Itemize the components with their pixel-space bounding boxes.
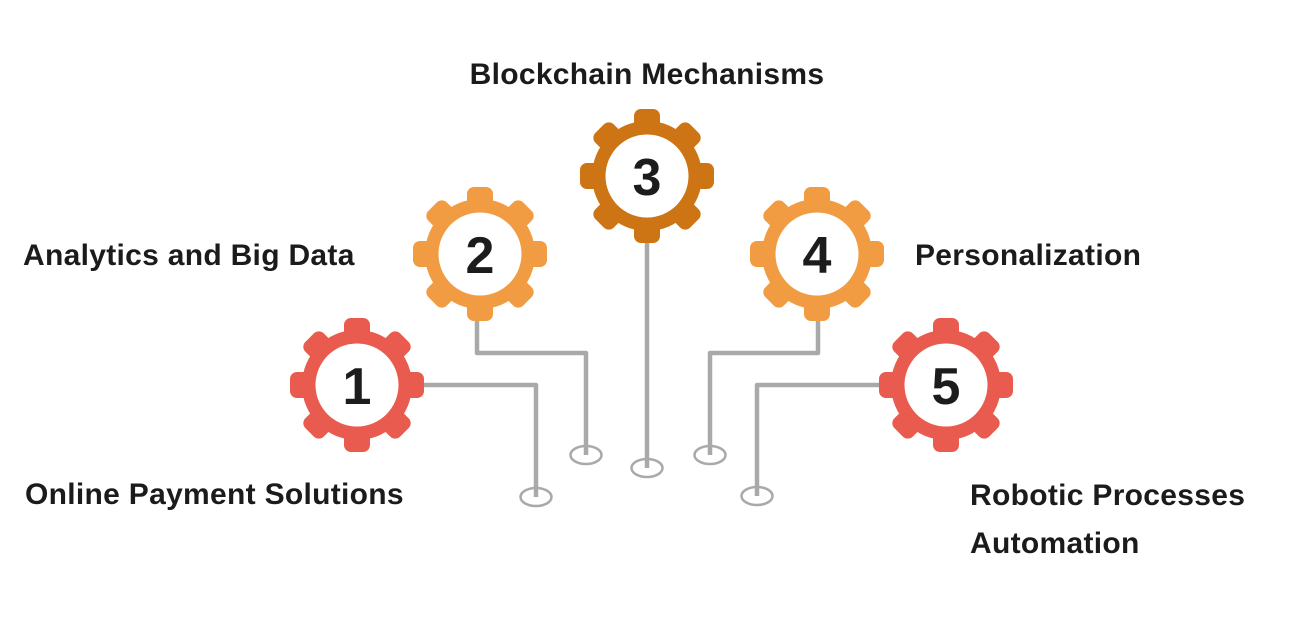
connector-5 — [754, 382, 880, 496]
gear-icon-1: 1 — [290, 318, 424, 452]
gear-number-1: 1 — [343, 358, 372, 416]
label-personalization: Personalization — [915, 239, 1142, 272]
gear-icon-5: 5 — [879, 318, 1013, 452]
connector-2 — [474, 318, 589, 455]
gear-number-5: 5 — [932, 358, 961, 416]
connector-terminal-5 — [740, 485, 774, 507]
connector-1 — [422, 382, 539, 497]
label-robotic-processes-automation: Robotic Processes Automation — [970, 479, 1246, 560]
connector-terminal-2 — [569, 444, 603, 466]
connector-terminal-3 — [630, 457, 664, 479]
gear-icon-2: 2 — [413, 187, 547, 321]
connector-4 — [707, 318, 821, 455]
label-blockchain-mechanisms: Blockchain Mechanisms — [469, 58, 825, 91]
label-analytics-and-big-data: Analytics and Big Data — [23, 239, 355, 272]
gear-icon-3: 3 — [580, 109, 714, 243]
connector-terminal-1 — [519, 486, 553, 508]
label-online-payment-solutions: Online Payment Solutions — [25, 478, 404, 511]
gear-number-4: 4 — [803, 227, 832, 285]
gear-number-2: 2 — [466, 227, 495, 285]
gear-number-3: 3 — [633, 149, 662, 207]
gear-icon-4: 4 — [750, 187, 884, 321]
connector-terminal-4 — [693, 444, 727, 466]
